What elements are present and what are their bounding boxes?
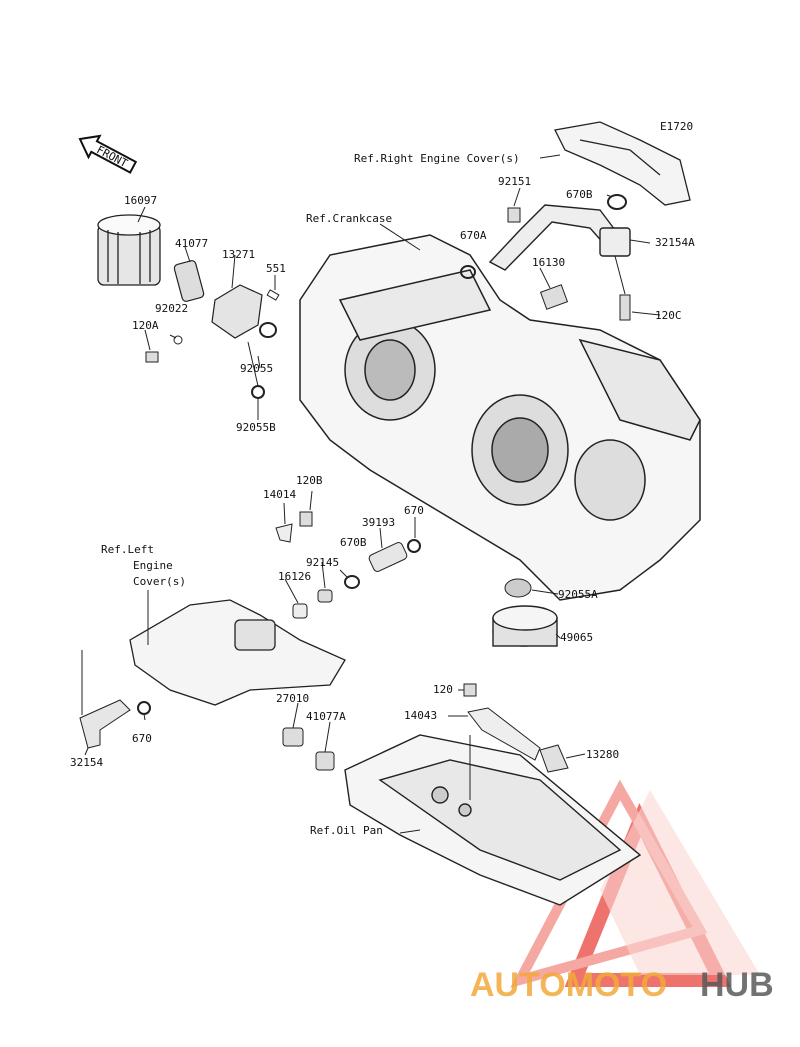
part-92055-oring[interactable]	[259, 322, 277, 338]
watermark-brand-a: AUTOMOTO	[470, 966, 667, 1004]
front-arrow: FRONT	[78, 134, 138, 174]
part-92145-spring[interactable]	[317, 589, 333, 603]
part-32154A-pipe[interactable]	[488, 204, 631, 271]
part-32154-pipe[interactable]	[79, 699, 131, 749]
part-label[interactable]: 39193	[362, 516, 395, 529]
part-551-pin[interactable]	[266, 289, 280, 301]
right-engine-cover	[554, 121, 691, 206]
part-120A-bolt[interactable]	[145, 351, 159, 363]
part-label[interactable]: 13271	[222, 248, 255, 261]
part-label[interactable]: 92145	[306, 556, 339, 569]
part-label[interactable]: 120	[433, 683, 453, 696]
part-label[interactable]: 41077	[175, 237, 208, 250]
part-14014-bracket[interactable]	[275, 523, 293, 543]
ref-left-cover-line1: Ref.Left	[101, 543, 154, 556]
ref-left-cover-line3: Cover(s)	[133, 575, 186, 588]
part-14043-pipe[interactable]	[467, 707, 541, 761]
part-13271-cover[interactable]	[211, 284, 263, 339]
part-27010-switch[interactable]	[282, 727, 304, 747]
part-label[interactable]: 32154A	[655, 236, 695, 249]
diagram-code: E1720	[660, 120, 693, 133]
part-41077-fitting[interactable]	[173, 260, 205, 302]
part-92055A-seal[interactable]	[504, 578, 532, 598]
part-label[interactable]: 670B	[340, 536, 367, 549]
part-label[interactable]: 16130	[532, 256, 565, 269]
part-label[interactable]: 670	[404, 504, 424, 517]
part-41077A-fitting[interactable]	[315, 751, 335, 771]
part-label[interactable]: 14014	[263, 488, 296, 501]
part-670B-oring-mid[interactable]	[344, 575, 360, 589]
part-label[interactable]: 13280	[586, 748, 619, 761]
leader-lines	[81, 154, 661, 834]
part-16097-oil-filter[interactable]	[97, 214, 161, 286]
part-label[interactable]: 41077A	[306, 710, 346, 723]
part-label[interactable]: 670A	[460, 229, 487, 242]
part-670-oring-low[interactable]	[137, 701, 151, 715]
part-label[interactable]: 120B	[296, 474, 323, 487]
part-label[interactable]: 92055	[240, 362, 273, 375]
part-label[interactable]: 16097	[124, 194, 157, 207]
watermark-text: AUTOMOTO HUB	[470, 966, 774, 1004]
part-label[interactable]: 92055A	[558, 588, 598, 601]
part-16126-plug[interactable]	[292, 603, 308, 619]
part-label[interactable]: 14043	[404, 709, 437, 722]
part-label[interactable]: 120A	[132, 319, 159, 332]
part-92055B-oring[interactable]	[251, 385, 265, 399]
part-label[interactable]: 670B	[566, 188, 593, 201]
part-label[interactable]: 92151	[498, 175, 531, 188]
part-120B-bolt[interactable]	[299, 511, 313, 527]
oil-pan	[344, 734, 642, 906]
watermark-brand-b: HUB	[700, 966, 774, 1004]
part-670-oring-mid[interactable]	[407, 539, 421, 553]
ref-right-engine-cover: Ref.Right Engine Cover(s)	[354, 152, 520, 165]
leader	[614, 255, 626, 295]
ref-crankcase: Ref.Crankcase	[306, 212, 392, 225]
part-label[interactable]: 551	[266, 262, 286, 275]
part-120C-bolt[interactable]	[619, 294, 631, 321]
part-label[interactable]: 32154	[70, 756, 103, 769]
part-120-bolt[interactable]	[463, 683, 477, 697]
part-label[interactable]: 16126	[278, 570, 311, 583]
part-label[interactable]: 120C	[655, 309, 682, 322]
part-92151-bolt[interactable]	[507, 207, 521, 223]
part-label[interactable]: 27010	[276, 692, 309, 705]
ref-oil-pan: Ref.Oil Pan	[310, 824, 383, 837]
part-label[interactable]: 670	[132, 732, 152, 745]
part-49065-pump[interactable]	[492, 605, 558, 647]
part-label[interactable]: 92055B	[236, 421, 276, 434]
leader	[247, 341, 259, 387]
part-39193-pipe[interactable]	[368, 541, 408, 573]
part-label[interactable]: 49065	[560, 631, 593, 644]
left-engine-cover	[129, 599, 346, 706]
part-label[interactable]: 92022	[155, 302, 188, 315]
part-670A-oring[interactable]	[460, 265, 476, 279]
front-label: FRONT	[94, 143, 130, 170]
crankcase	[299, 234, 701, 601]
part-16130-fitting[interactable]	[539, 284, 569, 310]
ref-left-cover-line2: Engine	[133, 559, 173, 572]
part-13280-gasket[interactable]	[539, 744, 569, 773]
part-670B-oring-top[interactable]	[607, 194, 627, 210]
